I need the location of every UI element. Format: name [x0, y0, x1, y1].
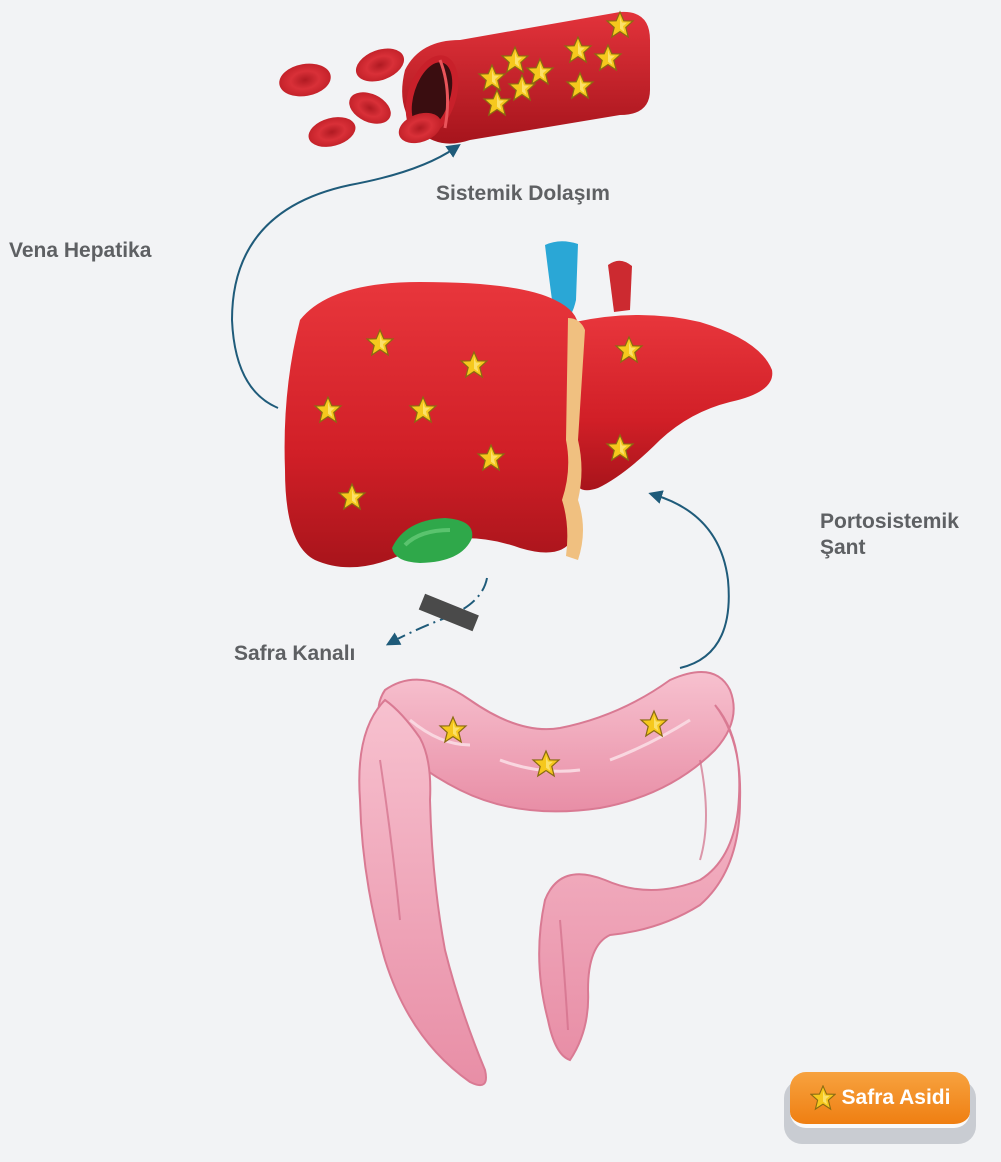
- hepatic-vein-label: Vena Hepatika: [9, 238, 151, 264]
- legend-label: Safra Asidi: [842, 1086, 951, 1110]
- bile-duct-label: Safra Kanalı: [234, 641, 355, 667]
- portosystemic-arrow: [655, 495, 729, 668]
- star-icon: [810, 1085, 836, 1111]
- portosystemic-label-line1: Portosistemik: [820, 509, 959, 535]
- portosystemic-label-line2: Şant: [820, 535, 959, 561]
- portosystemic-shunt-label: Portosistemik Şant: [820, 509, 959, 561]
- legend: Safra Asidi: [790, 1072, 970, 1136]
- legend-badge: Safra Asidi: [790, 1072, 970, 1128]
- systemic-circulation-label: Sistemik Dolaşım: [436, 181, 610, 207]
- colon: [359, 672, 740, 1085]
